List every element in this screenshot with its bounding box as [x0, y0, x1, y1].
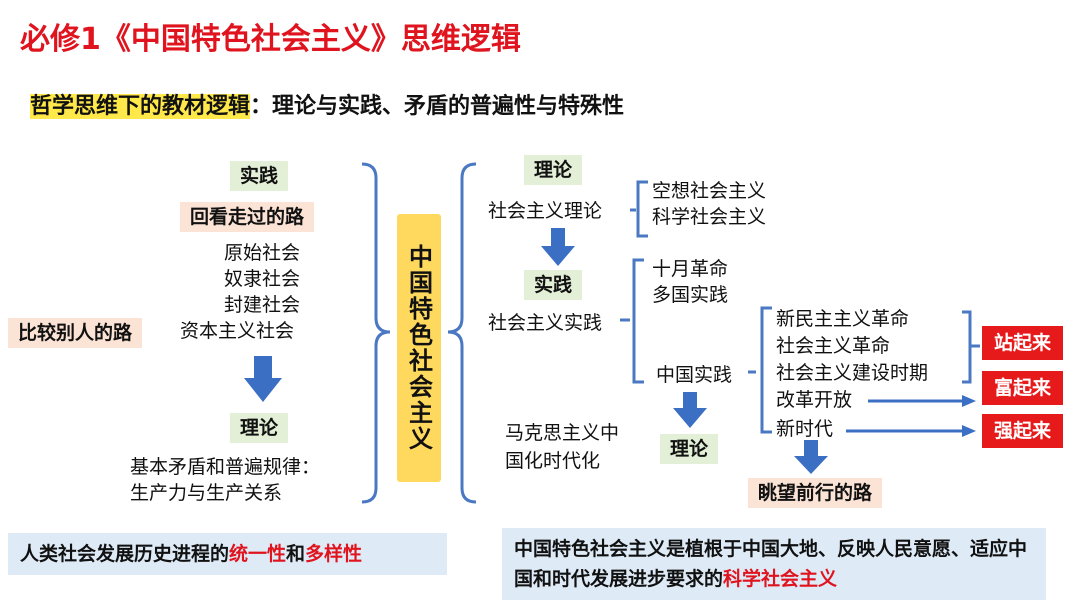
- left-brace: [361, 162, 391, 504]
- scientific-socialism: 科学社会主义: [652, 206, 767, 228]
- bracket-practice: [620, 258, 644, 384]
- period-reform: 改革开放: [776, 389, 853, 411]
- period-new-era: 新时代: [776, 418, 834, 440]
- multi-country-practice: 多国实践: [652, 284, 729, 306]
- subtitle-highlight: 哲学思维下的教材逻辑: [30, 94, 251, 119]
- society-primitive: 原始社会: [224, 242, 301, 264]
- summary-right-text: 中国特色社会主义是植根于中国大地、反映人民意愿、适应中国和时代发展进步要求的: [514, 538, 1028, 590]
- left-practice-tag: 实践: [230, 161, 289, 191]
- bottom-left-summary: 人类社会发展历史进程的统一性和多样性: [8, 533, 447, 575]
- socialist-theory: 社会主义理论: [488, 200, 603, 222]
- look-back-tag: 回看走过的路: [180, 202, 315, 232]
- down-arrow-right-top: [541, 228, 575, 266]
- summary-right-highlight: 科学社会主义: [723, 568, 838, 590]
- summary-unity: 统一性: [229, 543, 287, 565]
- newera-arrow-head: [962, 425, 976, 437]
- period-new-democratic: 新民主主义革命: [776, 308, 910, 330]
- page-title: 必修1《中国特色社会主义》思维逻辑: [20, 22, 521, 57]
- law-line-1: 基本矛盾和普遍规律：: [130, 456, 321, 478]
- period-socialist-revolution: 社会主义革命: [776, 335, 891, 357]
- society-feudal: 封建社会: [224, 294, 301, 316]
- october-revolution: 十月革命: [652, 258, 729, 280]
- right-practice-tag: 实践: [524, 270, 583, 300]
- left-theory-tag: 理论: [230, 413, 289, 443]
- page-subtitle: 哲学思维下的教材逻辑：理论与实践、矛盾的普遍性与特殊性: [30, 88, 624, 120]
- stand-up-badge: 站起来: [982, 326, 1064, 360]
- center-topic-text: 中国特色社会主义: [404, 244, 433, 452]
- period-construction: 社会主义建设时期: [776, 362, 929, 384]
- summary-and: 和: [286, 543, 306, 565]
- down-arrow-newera: [794, 440, 828, 474]
- society-slave: 奴隶社会: [224, 268, 301, 290]
- marx-line-1: 马克思主义中: [505, 422, 620, 444]
- summary-prefix: 人类社会发展历史进程的: [20, 543, 230, 565]
- compare-tag: 比较别人的路: [8, 318, 143, 348]
- summary-diversity: 多样性: [305, 543, 363, 565]
- utopian-socialism: 空想社会主义: [652, 180, 767, 202]
- bracket-theory: [630, 180, 648, 238]
- china-practice: 中国实践: [656, 364, 733, 386]
- reform-arrow-head: [962, 395, 976, 407]
- marx-line-2: 国化时代化: [505, 450, 601, 472]
- socialist-practice: 社会主义实践: [488, 312, 603, 334]
- rich-badge: 富起来: [982, 371, 1064, 405]
- subtitle-rest: ：理论与实践、矛盾的普遍性与特殊性: [250, 94, 625, 119]
- down-arrow-china: [673, 392, 707, 428]
- bracket-china: [748, 306, 772, 434]
- right-theory2-tag: 理论: [660, 434, 719, 464]
- center-topic-box: 中国特色社会主义: [397, 214, 441, 482]
- strong-badge: 强起来: [982, 414, 1064, 448]
- look-forward-tag: 眺望前行的路: [748, 478, 883, 508]
- society-capitalist: 资本主义社会: [180, 320, 295, 342]
- bottom-right-summary: 中国特色社会主义是植根于中国大地、反映人民意愿、适应中国和时代发展进步要求的科学…: [502, 528, 1046, 600]
- law-line-2: 生产力与生产关系: [130, 482, 283, 504]
- down-arrow-left: [244, 356, 282, 402]
- right-theory-tag: 理论: [524, 155, 583, 185]
- right-brace: [447, 162, 477, 504]
- bracket-periods: [962, 310, 980, 384]
